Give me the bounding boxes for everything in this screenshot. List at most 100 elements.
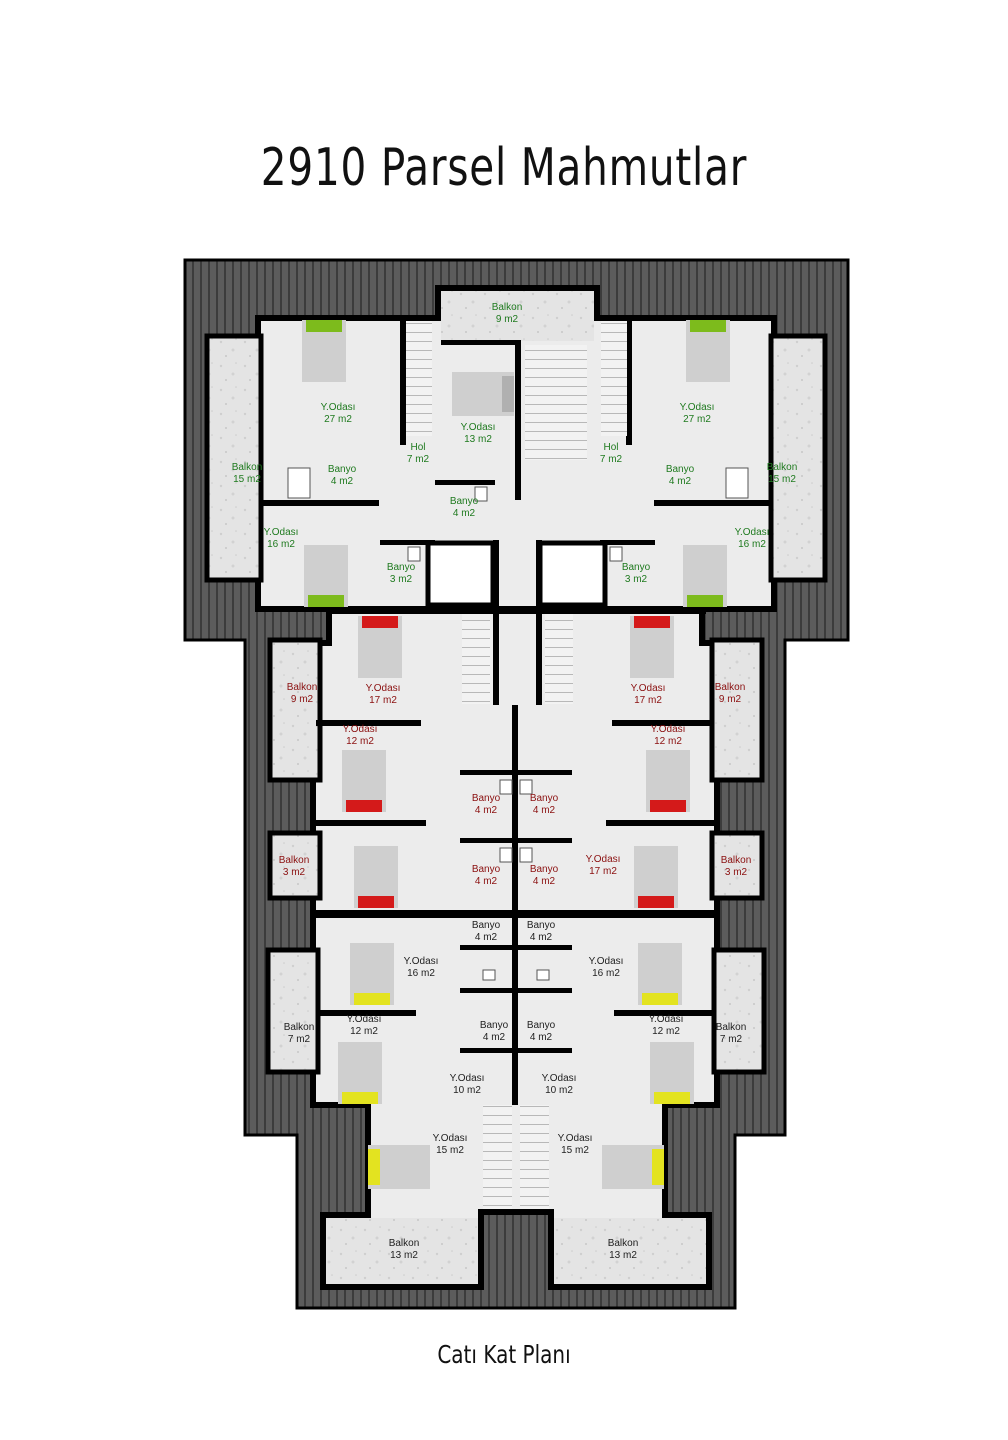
room-name: Balkon xyxy=(716,1022,747,1033)
stairs xyxy=(406,321,627,1209)
bed-yellow xyxy=(602,1145,664,1189)
room-area: 16 m2 xyxy=(592,968,620,979)
room-name: Y.Odası xyxy=(735,527,770,538)
room-area: 4 m2 xyxy=(331,476,354,487)
room-area: 12 m2 xyxy=(350,1026,378,1037)
room-area: 12 m2 xyxy=(346,736,374,747)
room-area: 27 m2 xyxy=(324,414,352,425)
room-name: Y.Odası xyxy=(366,683,401,694)
room-area: 4 m2 xyxy=(483,1032,506,1043)
room-name: Banyo xyxy=(387,562,416,573)
shafts xyxy=(425,540,608,608)
bed-yellow xyxy=(638,943,682,1005)
room-name: Hol xyxy=(410,442,425,453)
room-name: Balkon xyxy=(279,855,310,866)
room-area: 4 m2 xyxy=(533,876,556,887)
room-name: Y.Odası xyxy=(649,1014,684,1025)
room-name: Balkon xyxy=(389,1238,420,1249)
room-name: Banyo xyxy=(527,920,556,931)
room-name: Y.Odası xyxy=(347,1014,382,1025)
room-name: Balkon xyxy=(767,462,798,473)
room-name: Banyo xyxy=(472,864,501,875)
room-name: Y.Odası xyxy=(264,527,299,538)
room-area: 3 m2 xyxy=(725,867,748,878)
partitions xyxy=(261,315,771,1105)
bed-red xyxy=(354,846,398,908)
room-area: 27 m2 xyxy=(683,414,711,425)
room-area: 9 m2 xyxy=(496,314,519,325)
room-name: Y.Odası xyxy=(343,724,378,735)
plan-subtitle: Catı Kat Planı xyxy=(437,1340,571,1369)
room-name: Banyo xyxy=(480,1020,509,1031)
room-name: Banyo xyxy=(450,496,479,507)
room-area: 3 m2 xyxy=(283,867,306,878)
beds xyxy=(302,320,730,1189)
room-area: 16 m2 xyxy=(407,968,435,979)
room-name: Banyo xyxy=(666,464,695,475)
bed-red xyxy=(646,750,690,812)
room-area: 15 m2 xyxy=(436,1145,464,1156)
room-area: 3 m2 xyxy=(625,574,648,585)
bed-green xyxy=(304,545,348,607)
room-area: 7 m2 xyxy=(720,1034,743,1045)
room-name: Balkon xyxy=(284,1022,315,1033)
room-name: Balkon xyxy=(715,682,746,693)
room-area: 7 m2 xyxy=(288,1034,311,1045)
bed-yellow xyxy=(650,1042,694,1104)
room-area: 17 m2 xyxy=(589,866,617,877)
room-area: 9 m2 xyxy=(291,694,314,705)
room-name: Balkon xyxy=(232,462,263,473)
room-name: Balkon xyxy=(608,1238,639,1249)
room-name: Y.Odası xyxy=(631,683,666,694)
room-name: Y.Odası xyxy=(651,724,686,735)
bed-red xyxy=(342,750,386,812)
room-name: Balkon xyxy=(492,302,523,313)
bed-red xyxy=(358,616,402,678)
room-name: Y.Odası xyxy=(461,422,496,433)
room-name: Banyo xyxy=(530,864,559,875)
bed-grey xyxy=(452,372,514,416)
room-area: 15 m2 xyxy=(561,1145,589,1156)
room-area: 4 m2 xyxy=(530,1032,553,1043)
room-area: 4 m2 xyxy=(669,476,692,487)
room-name: Hol xyxy=(603,442,618,453)
room-name: Y.Odası xyxy=(542,1073,577,1084)
room-area: 15 m2 xyxy=(233,474,261,485)
room-area: 13 m2 xyxy=(609,1250,637,1261)
room-name: Y.Odası xyxy=(404,956,439,967)
room-name: Balkon xyxy=(721,855,752,866)
